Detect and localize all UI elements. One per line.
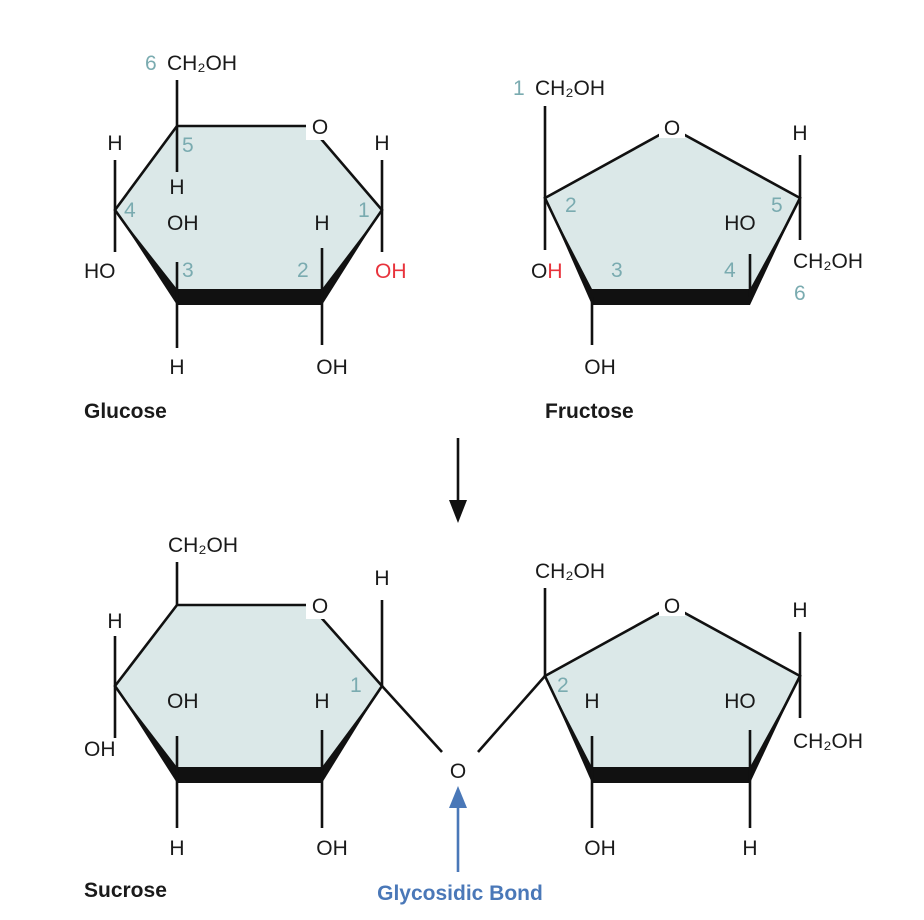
glucose-c2-oh: OH <box>316 356 348 379</box>
reaction-arrow <box>449 438 467 523</box>
sucrose-fructose-c4-oh: HO <box>724 690 756 713</box>
sucrose-title: Sucrose <box>84 879 167 902</box>
fructose-c2-oh-o: O <box>531 260 547 283</box>
sucrose-fructose-c3-oh: OH <box>584 837 616 860</box>
fructose-c5-number: 5 <box>771 194 783 217</box>
glucose-c3-h: H <box>169 356 184 379</box>
glucose-c6-group: CH₂OH <box>167 52 237 75</box>
fructose-c6-number: 6 <box>794 282 806 305</box>
fructose-c2-oh-h: H <box>547 260 562 283</box>
sucrose-glucose-c2-oh: OH <box>316 837 348 860</box>
glucose-bold-bond <box>177 289 322 305</box>
sucrose-fructose-c2-number: 2 <box>557 674 569 697</box>
glycosidic-bond-right <box>477 675 546 753</box>
fructose-c3-number: 3 <box>611 259 623 282</box>
glucose-c6-number: 6 <box>145 52 157 75</box>
glucose-c4-oh: HO <box>84 260 116 283</box>
glycosidic-bond-label: Glycosidic Bond <box>377 882 543 905</box>
sucrose-fructose-c4-h: H <box>742 837 757 860</box>
sucrose-glucose-c1-number: 1 <box>350 674 362 697</box>
glucose-wedge-left <box>115 210 177 305</box>
glucose-c2-h: H <box>314 212 329 235</box>
sucrose-glucose-ring-oxygen: O <box>312 595 328 618</box>
glucose-c5-number: 5 <box>182 134 194 157</box>
sucrose-fructose-c6-group: CH₂OH <box>793 730 863 753</box>
sucrose-fructose-ring-oxygen: O <box>664 595 680 618</box>
sucrose-glucose-c3-oh: OH <box>167 690 199 713</box>
sucrose-fructose-c1-group: CH₂OH <box>535 560 605 583</box>
sucrose-glucose-c4-oh: OH <box>84 738 116 761</box>
sucrose-fructose-c3-h: H <box>584 690 599 713</box>
glycosidic-oxygen: O <box>450 760 466 783</box>
sucrose-glucose-c1-h: H <box>374 567 389 590</box>
fructose-molecule: O 1 CH₂OH 2 OH 3 OH 4 HO 5 H CH₂OH 6 Fru… <box>513 77 863 423</box>
fructose-c3-oh: OH <box>584 356 616 379</box>
glucose-c2-number: 2 <box>297 259 309 282</box>
glucose-c1-number: 1 <box>358 199 370 222</box>
fructose-c2-number: 2 <box>565 194 577 217</box>
sucrose-fructose-c5-h: H <box>792 599 807 622</box>
glucose-wedge-right <box>322 210 382 305</box>
glycosidic-bond-annotation: Glycosidic Bond <box>377 786 543 905</box>
sucrose-glucose-c4-h: H <box>107 610 122 633</box>
glucose-molecule: O 6 CH₂OH 5 H 4 H HO 3 OH H 2 H OH 1 H O… <box>84 52 407 423</box>
fructose-c4-number: 4 <box>724 259 736 282</box>
glucose-c3-number: 3 <box>182 259 194 282</box>
fructose-ring-oxygen: O <box>664 117 680 140</box>
sucrose-glucose-c6-group: CH₂OH <box>168 534 238 557</box>
fructose-wedge-left <box>545 198 592 305</box>
glucose-c1-oh: OH <box>375 260 407 283</box>
fructose-c5-h: H <box>792 122 807 145</box>
fructose-wedge-right <box>750 198 800 305</box>
fructose-c1-group: CH₂OH <box>535 77 605 100</box>
fructose-c6-group: CH₂OH <box>793 250 863 273</box>
glycosidic-bond-left <box>381 685 443 753</box>
sucrose-molecule: CH₂OH O 1 H H OH OH H H OH O CH₂OH O 2 H… <box>84 534 863 902</box>
fructose-bold-bond <box>592 289 750 305</box>
sucrose-glucose-c3-h: H <box>169 837 184 860</box>
glucose-c3-oh: OH <box>167 212 199 235</box>
glucose-title: Glucose <box>84 400 167 423</box>
glucose-c1-h: H <box>374 132 389 155</box>
glucose-c4-number: 4 <box>124 199 136 222</box>
fructose-c1-number: 1 <box>513 77 525 100</box>
sucrose-glucose-c2-h: H <box>314 690 329 713</box>
glucose-c5-h: H <box>169 176 184 199</box>
fructose-c4-oh: HO <box>724 212 756 235</box>
glucose-c4-h: H <box>107 132 122 155</box>
glucose-ring-oxygen: O <box>312 116 328 139</box>
fructose-c2-oh: OH <box>531 260 563 283</box>
fructose-title: Fructose <box>545 400 634 423</box>
